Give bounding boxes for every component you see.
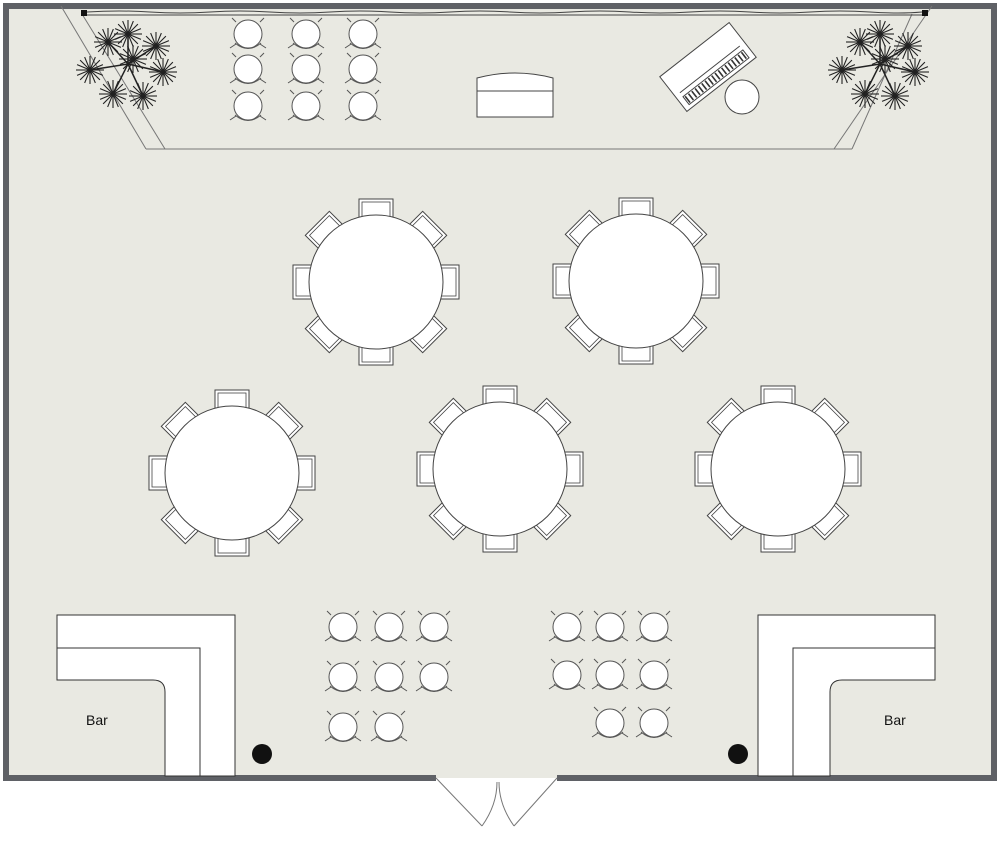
chair[interactable] <box>618 343 654 365</box>
table-top <box>568 213 704 349</box>
cocktail-table[interactable] <box>344 17 382 49</box>
column-icon <box>252 744 272 764</box>
table-top <box>432 401 568 537</box>
chair[interactable] <box>564 209 605 250</box>
chair[interactable] <box>438 264 460 300</box>
cocktail-table[interactable] <box>591 658 629 690</box>
bar-left <box>56 614 236 777</box>
cocktail-table[interactable] <box>548 658 586 690</box>
cocktail-table[interactable] <box>635 658 673 690</box>
round-table[interactable] <box>552 197 720 365</box>
table-top <box>164 405 300 541</box>
cocktail-table[interactable] <box>635 610 673 642</box>
chair[interactable] <box>760 531 796 553</box>
chair[interactable] <box>809 500 850 541</box>
palm-plant-icon <box>828 20 929 110</box>
cocktail-table[interactable] <box>229 89 267 121</box>
cocktail-table[interactable] <box>591 706 629 738</box>
column-icon <box>728 744 748 764</box>
cocktail-table[interactable] <box>229 17 267 49</box>
cocktail-table[interactable] <box>287 89 325 121</box>
bar-right-label: Bar <box>884 712 906 728</box>
chair[interactable] <box>263 401 304 442</box>
cocktail-table[interactable] <box>229 52 267 84</box>
piano-stool <box>724 79 760 115</box>
chair[interactable] <box>694 451 716 487</box>
table-top <box>710 401 846 537</box>
chair[interactable] <box>698 263 720 299</box>
chair[interactable] <box>304 210 345 251</box>
cocktail-table[interactable] <box>635 706 673 738</box>
chair[interactable] <box>552 263 574 299</box>
bar-left-label: Bar <box>86 712 108 728</box>
walls <box>3 3 997 781</box>
round-table[interactable] <box>416 385 584 553</box>
chair[interactable] <box>294 455 316 491</box>
cocktail-table[interactable] <box>370 710 408 742</box>
cocktail-table[interactable] <box>344 89 382 121</box>
chair[interactable] <box>263 504 304 545</box>
double-door[interactable] <box>435 777 558 827</box>
cocktail-table[interactable] <box>344 52 382 84</box>
round-table[interactable] <box>694 385 862 553</box>
cocktail-table[interactable] <box>324 610 362 642</box>
cocktail-table[interactable] <box>370 610 408 642</box>
cocktail-table[interactable] <box>415 610 453 642</box>
chair[interactable] <box>358 344 394 366</box>
cocktail-table[interactable] <box>287 52 325 84</box>
chair[interactable] <box>428 397 469 438</box>
palm-plant-icon <box>76 20 177 110</box>
chair[interactable] <box>214 389 250 411</box>
cocktail-table[interactable] <box>415 660 453 692</box>
podium-icon <box>476 72 554 118</box>
chair[interactable] <box>214 535 250 557</box>
cocktail-table[interactable] <box>324 710 362 742</box>
cocktail-table[interactable] <box>548 610 586 642</box>
cocktail-table[interactable] <box>324 660 362 692</box>
bar-right <box>757 614 936 777</box>
cocktail-table[interactable] <box>370 660 408 692</box>
chair[interactable] <box>840 451 862 487</box>
piano-icon <box>659 21 757 113</box>
chair[interactable] <box>706 397 747 438</box>
chair[interactable] <box>148 455 170 491</box>
chair[interactable] <box>358 198 394 220</box>
chair[interactable] <box>292 264 314 300</box>
chair[interactable] <box>760 385 796 407</box>
round-table[interactable] <box>292 198 460 366</box>
round-table[interactable] <box>148 389 316 557</box>
cocktail-table[interactable] <box>287 17 325 49</box>
table-top <box>308 214 444 350</box>
stage-curtain <box>81 10 928 16</box>
cocktail-table[interactable] <box>591 610 629 642</box>
